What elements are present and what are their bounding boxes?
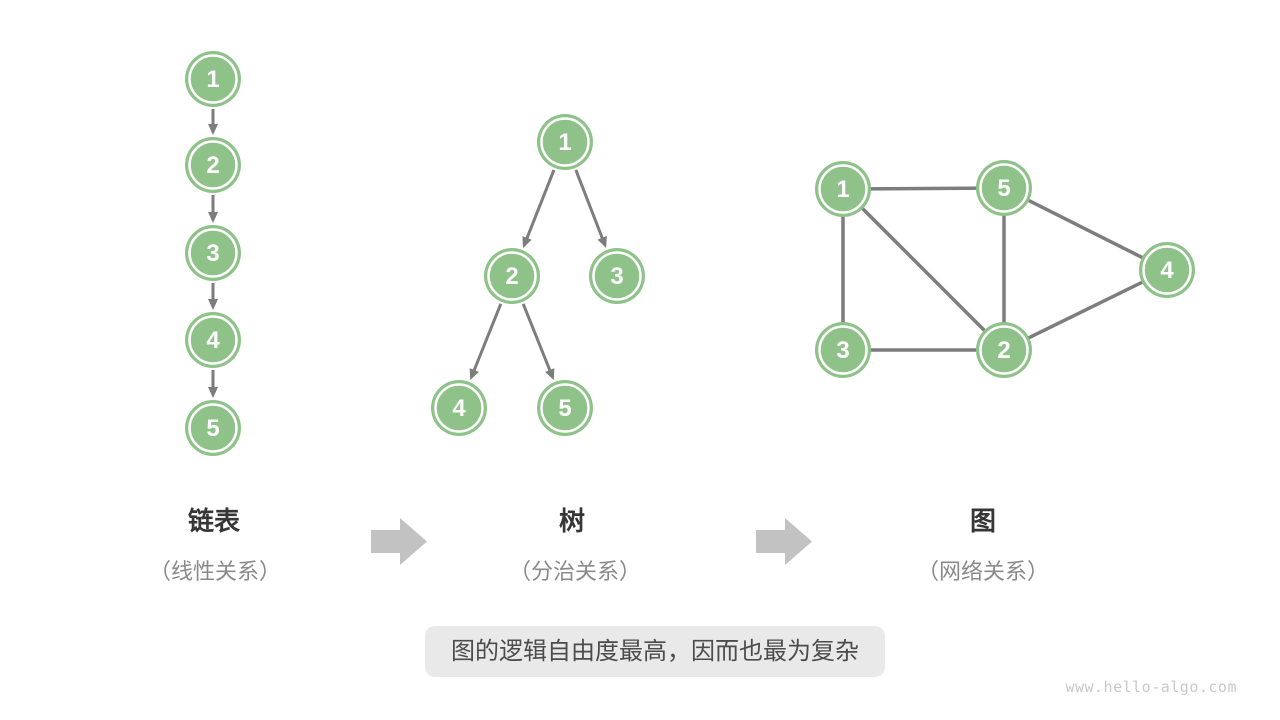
tree-sublabel: （分治关系） [508,559,642,584]
tree-node-4: 4 [431,380,487,436]
graph-edge [1003,186,1168,272]
node-circle [185,137,241,193]
tree-edge [574,169,607,249]
graph-sublabel: （网络关系） [916,559,1050,584]
tree-edge [521,303,555,381]
node-inner-ring [540,383,590,433]
node-inner-ring [1142,245,1192,295]
graph-edge [841,187,1006,352]
node-circle [537,114,593,170]
node-value: 1 [558,129,571,156]
tree-node-2: 2 [484,248,540,304]
arrow-right-icon [371,518,427,565]
node-circle [431,380,487,436]
node-circle [976,322,1032,378]
node-circle [185,225,241,281]
tree-node-1: 1 [537,114,593,170]
tree-label: 树 [558,506,586,536]
node-value: 2 [997,337,1010,364]
node-inner-ring [818,164,868,214]
node-value: 3 [836,337,849,364]
node-value: 2 [505,263,518,290]
node-circle [537,380,593,436]
node-circle [815,322,871,378]
tree-edge [469,303,503,381]
linked-list-diagram: 1 2 3 4 5 [185,51,241,456]
graph-node-2: 2 [976,322,1032,378]
linked-list-sublabel: （线性关系） [148,559,282,584]
node-inner-ring [188,315,238,365]
node-inner-ring [487,251,537,301]
graph-node-4: 4 [1139,242,1195,298]
node-value: 1 [206,66,219,93]
tree-node-5: 5 [537,380,593,436]
tree-diagram: 1 2 3 4 5 [431,114,645,436]
node-inner-ring [592,251,642,301]
node-circle [484,248,540,304]
tree-edge [522,169,556,249]
node-circle [185,51,241,107]
node-circle [1139,242,1195,298]
linked-list-node-4: 4 [185,312,241,368]
node-value: 4 [206,327,220,354]
node-value: 4 [1160,257,1174,284]
arrow-right-icon [756,518,812,565]
caption: 图的逻辑自由度最高，因而也最为复杂 [425,626,885,677]
graph-edge [1003,268,1168,352]
node-value: 2 [206,152,219,179]
node-inner-ring [818,325,868,375]
node-inner-ring [434,383,484,433]
node-value: 3 [610,263,623,290]
node-circle [185,400,241,456]
node-value: 1 [836,176,849,203]
graph-diagram: 1 5 4 3 2 [815,160,1195,378]
linked-list-node-1: 1 [185,51,241,107]
node-value: 3 [206,240,219,267]
node-circle [815,161,871,217]
node-circle [976,160,1032,216]
node-circle [589,248,645,304]
node-inner-ring [540,117,590,167]
node-circle [185,312,241,368]
node-inner-ring [188,228,238,278]
node-value: 5 [997,175,1010,202]
node-inner-ring [188,140,238,190]
tree-node-3: 3 [589,248,645,304]
node-value: 5 [206,415,219,442]
graph-label: 图 [969,506,997,536]
watermark: www.hello-algo.com [1065,678,1237,696]
graph-node-1: 1 [815,161,871,217]
node-value: 5 [558,395,571,422]
linked-list-label: 链表 [187,506,241,536]
graph-node-5: 5 [976,160,1032,216]
node-inner-ring [188,403,238,453]
node-inner-ring [979,163,1029,213]
linked-list-node-2: 2 [185,137,241,193]
node-value: 4 [452,395,466,422]
node-inner-ring [979,325,1029,375]
linked-list-node-5: 5 [185,400,241,456]
graph-node-3: 3 [815,322,871,378]
node-inner-ring [188,54,238,104]
linked-list-node-3: 3 [185,225,241,281]
